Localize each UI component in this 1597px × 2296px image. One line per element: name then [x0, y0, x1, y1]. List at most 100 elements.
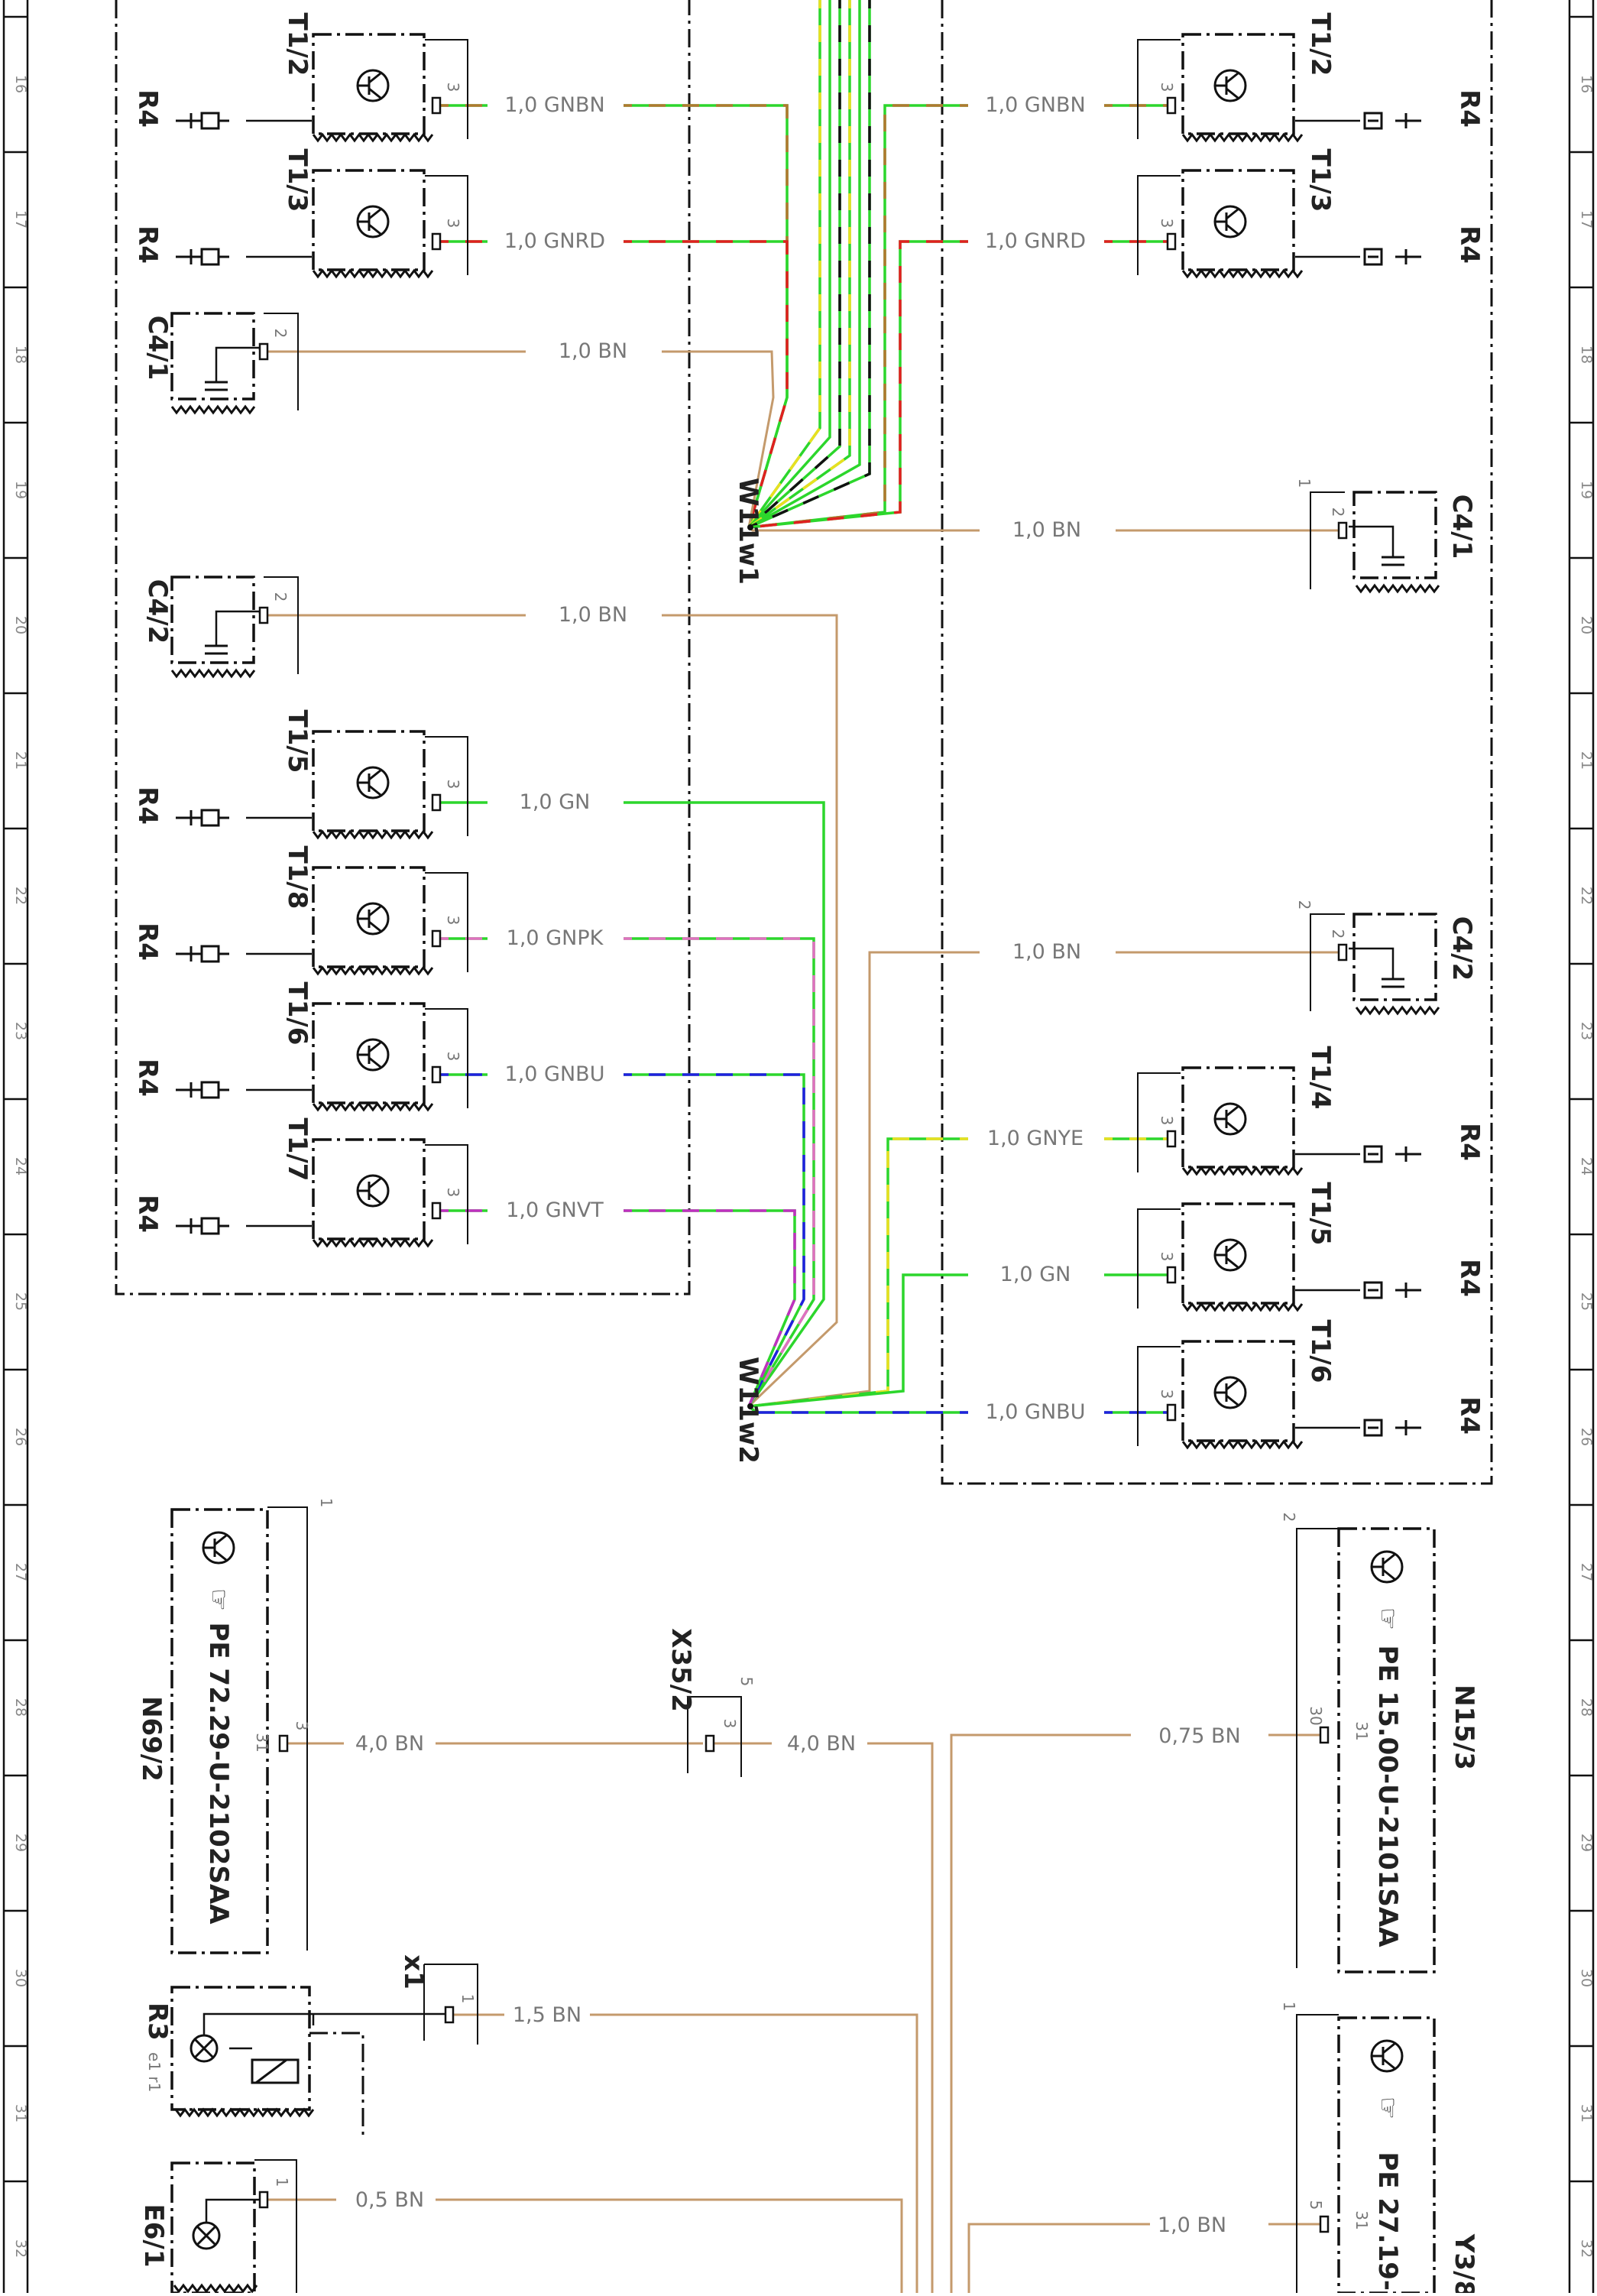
resistor-body [1363, 248, 1383, 266]
capacitor-box [1352, 913, 1437, 1001]
resistor-lead [1395, 1283, 1421, 1298]
wire-label: 1,0 GNBU [986, 1400, 1086, 1424]
row-number: 30 [1578, 1969, 1595, 1987]
n69-ref: N69/2 [136, 1696, 167, 1782]
component-ref: C4/2 [1446, 916, 1477, 981]
left-component-T1-6 [176, 1002, 468, 1112]
component-ref: T1/8 [282, 846, 313, 910]
resistor-body [1363, 112, 1383, 130]
ground-zigzag [174, 2107, 315, 2118]
n15-pin [1319, 1726, 1330, 1744]
n15-pe-label: PE 15.00-U-2101SAA [1372, 1645, 1403, 1947]
row-number: 19 [12, 481, 29, 499]
resistor-body [200, 248, 220, 266]
y3-hand-icon: ☞ [1372, 2097, 1403, 2119]
transistor-emitter [1382, 2058, 1395, 2070]
resistor-label: R4 [132, 786, 163, 825]
resistor-lead [176, 1082, 202, 1098]
ground-zigzag [1181, 1166, 1304, 1176]
n69-hand-icon: ☞ [203, 1588, 234, 1611]
left-component-T1-5 [176, 730, 468, 840]
row-number: 23 [12, 1022, 29, 1040]
resistor-lead [176, 249, 202, 264]
pin-connector [431, 929, 442, 948]
wire-harness [267, 0, 1339, 2293]
row-number: 29 [12, 1834, 29, 1852]
harness-trunk [748, 0, 861, 529]
component-ref: T1/4 [1305, 1046, 1336, 1110]
ground-zigzag [170, 404, 256, 415]
transistor-symbol [356, 69, 390, 102]
ground-zigzag [1181, 268, 1304, 279]
bundle-wire [748, 1137, 968, 1408]
wire-label: 1,0 GNYE [987, 1127, 1084, 1150]
transistor-bracket [425, 872, 468, 972]
pin-connector [1166, 1266, 1177, 1284]
capacitor-box [1352, 491, 1437, 579]
pin-connector [431, 1202, 442, 1220]
x1-wire2 [590, 2013, 918, 2293]
pin-connector [431, 96, 442, 115]
transistor-bracket [425, 1144, 468, 1244]
row-number: 20 [1578, 616, 1595, 634]
capacitor-bracket [1310, 913, 1345, 1011]
bundle-wire-stripe [624, 240, 789, 528]
resistor-lead [1395, 113, 1421, 128]
resistor-label: R4 [132, 89, 163, 128]
transistor-symbol [356, 205, 390, 238]
transistor-symbol [356, 1174, 390, 1208]
transistor-collector [1382, 1553, 1395, 1565]
transistor-box [1181, 33, 1295, 135]
n15-wire2 [950, 1733, 1131, 2293]
resistor-body [200, 945, 220, 963]
harness-trunk-stripe [748, 0, 871, 529]
r3-ref: R3 [142, 2003, 173, 2041]
harness-trunk [748, 0, 871, 529]
r3-sub: e1 r1 [145, 2052, 164, 2092]
y3-pe-label: PE 27.19-U [1372, 2152, 1403, 2293]
resistor-lead [176, 1218, 202, 1234]
pin-number: 2 [1329, 508, 1347, 517]
x1-wire-label: 1,5 BN [513, 2003, 581, 2027]
y3-pin [1319, 2215, 1330, 2233]
right-component-T1-3 [1137, 169, 1421, 279]
transistor-box [1181, 169, 1295, 271]
e6-ref: E6/1 [138, 2204, 169, 2268]
pin-number: 2 [271, 592, 290, 602]
pin-connector [258, 342, 269, 361]
n69-transistor [202, 1531, 235, 1565]
ground-zigzag [173, 2283, 258, 2294]
y3-ref: Y3/8 [1449, 2233, 1479, 2293]
row-number: 21 [1578, 751, 1595, 770]
bundle-wire [624, 1209, 796, 1407]
bundle-wire-stripe [624, 937, 815, 1407]
pin-connector [1337, 521, 1348, 540]
wire-label: 1,0 BN [559, 339, 627, 363]
resistor-lead [1395, 249, 1421, 264]
resistor-label: R4 [132, 225, 163, 264]
ground-zigzag [312, 268, 434, 279]
n69-pin-inner: 31 [253, 1733, 271, 1752]
row-number: 26 [1578, 1428, 1595, 1446]
transistor-collector [1226, 1105, 1239, 1117]
transistor-collector [1226, 72, 1239, 84]
transistor-collector [1226, 208, 1239, 220]
y3-wire-label: 1,0 BN [1158, 2213, 1226, 2237]
n15-transistor [1370, 1550, 1404, 1584]
x1-bracket [424, 1964, 478, 2045]
transistor-bracket [1137, 1072, 1181, 1172]
transistor-collector [368, 1177, 381, 1189]
pin-connector [1166, 232, 1177, 251]
r3-wiring [202, 2012, 451, 2050]
pin-number: 3 [444, 83, 462, 92]
ground-zigzag [1181, 1302, 1304, 1312]
e6-lamp-cross [196, 2225, 217, 2246]
pin-number-outer: 1 [1295, 478, 1314, 488]
pin-number: 3 [444, 219, 462, 229]
transistor-bracket [425, 1008, 468, 1108]
row-number: 29 [1578, 1834, 1595, 1852]
transistor-symbol [1213, 205, 1247, 238]
n15-hand-icon: ☞ [1372, 1607, 1403, 1630]
